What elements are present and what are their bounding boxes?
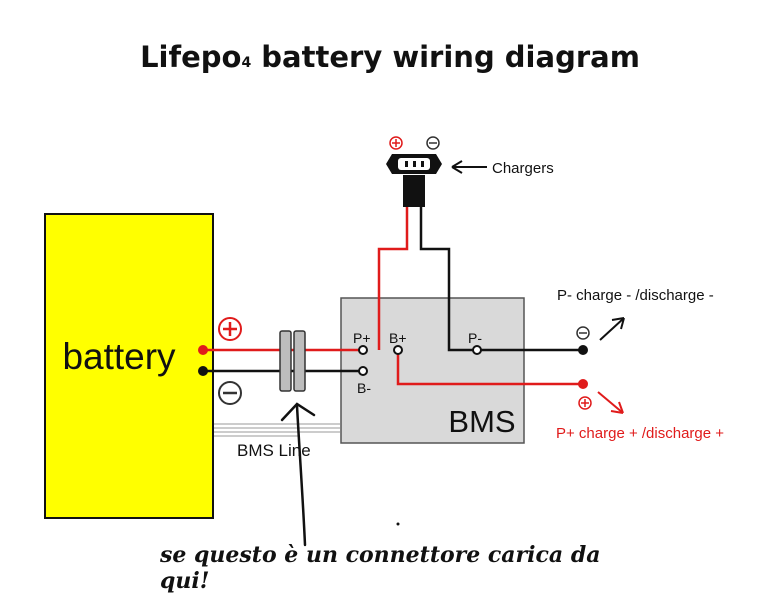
page-title: Lifepo4 battery wiring diagram bbox=[140, 40, 640, 74]
pin-p-minus-terminal bbox=[472, 345, 482, 355]
output-positive-terminal bbox=[578, 379, 588, 389]
plus-symbol-icon bbox=[218, 317, 242, 341]
handdrawn-arrow-icon bbox=[280, 402, 316, 547]
bms-pin-b-minus: B- bbox=[357, 380, 371, 396]
charger-minus-icon bbox=[426, 136, 440, 150]
output-positive-label: P+ charge + /discharge + bbox=[556, 425, 724, 442]
charger-negative-wire bbox=[419, 207, 583, 352]
battery-negative-terminal bbox=[198, 366, 208, 376]
bms-pin-p-plus: P+ bbox=[353, 330, 371, 346]
chargers-arrow-icon bbox=[451, 160, 487, 174]
bms-line-label: BMS Line bbox=[237, 441, 311, 460]
battery-positive-terminal bbox=[198, 345, 208, 355]
output-minus-icon bbox=[576, 326, 590, 340]
charger-plus-icon bbox=[389, 136, 403, 150]
dot bbox=[396, 522, 400, 526]
minus-symbol-icon bbox=[218, 381, 242, 405]
pin-b-plus-terminal bbox=[393, 345, 403, 355]
output-negative-terminal bbox=[578, 345, 588, 355]
output-negative-arrow-icon bbox=[599, 317, 625, 341]
bms-label: BMS bbox=[448, 404, 515, 439]
pin-b-minus-terminal bbox=[358, 366, 368, 376]
battery-label: battery bbox=[62, 336, 176, 377]
output-positive-arrow-icon bbox=[597, 391, 624, 414]
output-negative-label: P- charge - /discharge - bbox=[557, 287, 714, 304]
charger-port-icon bbox=[386, 154, 442, 207]
bms-connector bbox=[279, 330, 306, 392]
pin-p-plus-terminal bbox=[358, 345, 368, 355]
output-plus-icon bbox=[578, 396, 592, 410]
bms-pin-b-plus: B+ bbox=[389, 330, 407, 346]
handwritten-note: se questo è un connettore carica da qui! bbox=[160, 542, 601, 594]
positive-output-wire bbox=[396, 350, 583, 386]
bms-pin-p-minus: P- bbox=[468, 330, 482, 346]
battery-box bbox=[44, 213, 214, 519]
chargers-label: Chargers bbox=[492, 160, 554, 177]
charger-positive-wire bbox=[377, 207, 409, 350]
bms-box bbox=[340, 297, 525, 444]
wiring-diagram: battery BMS P+ B+ P- B- BMS Line bbox=[44, 136, 724, 547]
bms-line-hatch bbox=[214, 423, 340, 437]
